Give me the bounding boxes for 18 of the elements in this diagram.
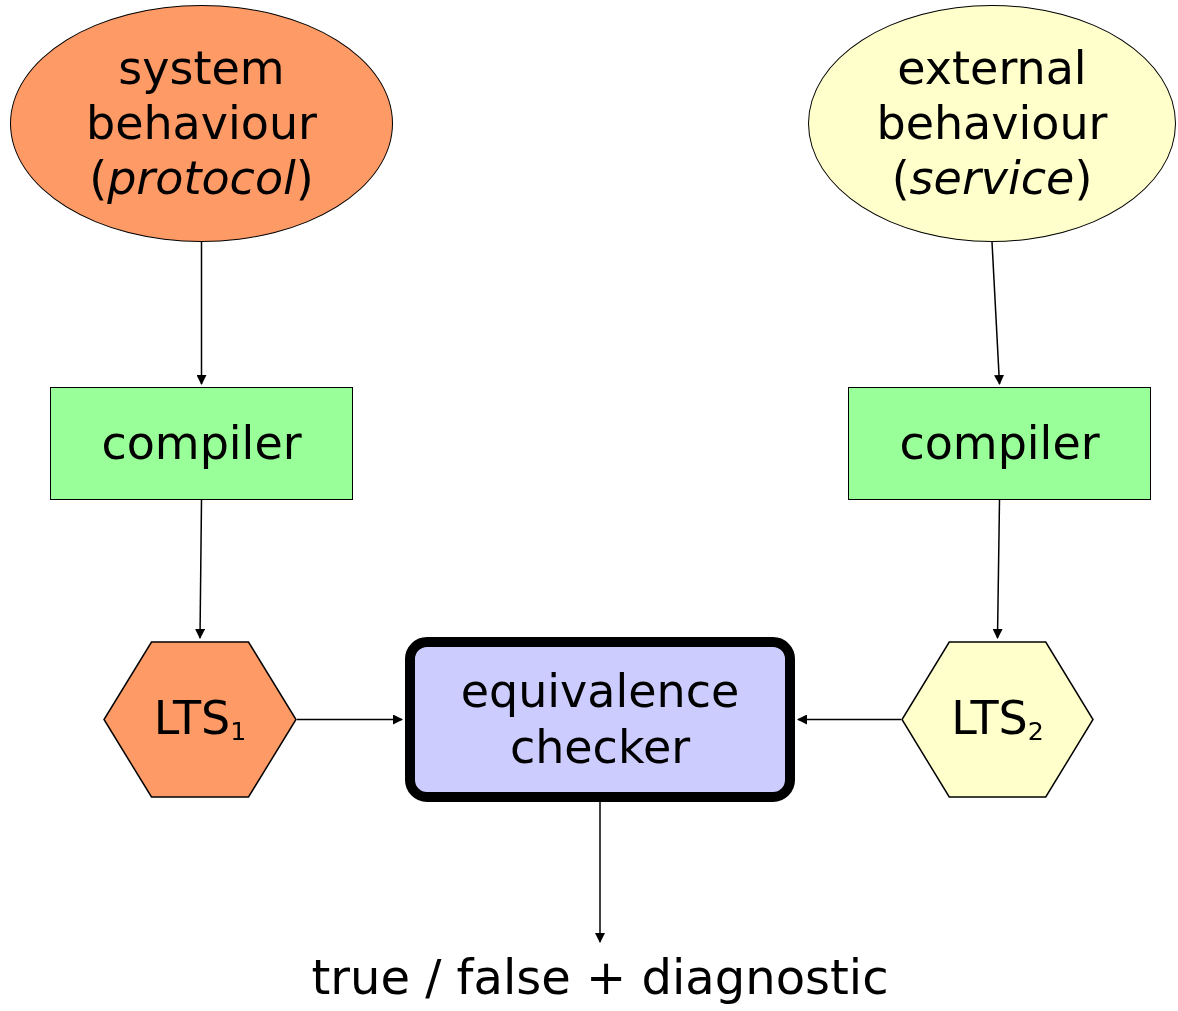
process-box [405, 637, 795, 802]
arrow [195, 499, 206, 639]
node-label: compiler [898, 415, 1101, 472]
node-label: LTS$_{1}$ [152, 691, 248, 748]
arrow [196, 241, 207, 385]
node-label: compiler [100, 415, 303, 472]
process-box [848, 387, 1151, 500]
result-text: true / false + diagnostic [250, 945, 950, 1011]
process-box [50, 387, 353, 500]
arrow [992, 499, 1003, 639]
arrow [296, 714, 403, 725]
node-label: system behaviour (protocol) [84, 40, 319, 207]
arrow [797, 714, 902, 725]
arrow [595, 801, 605, 943]
node-label: external behaviour (service) [875, 40, 1109, 207]
node-label: LTS$_{2}$ [950, 691, 1045, 748]
node-label: equivalence checker [459, 664, 741, 775]
arrow [991, 241, 1004, 385]
